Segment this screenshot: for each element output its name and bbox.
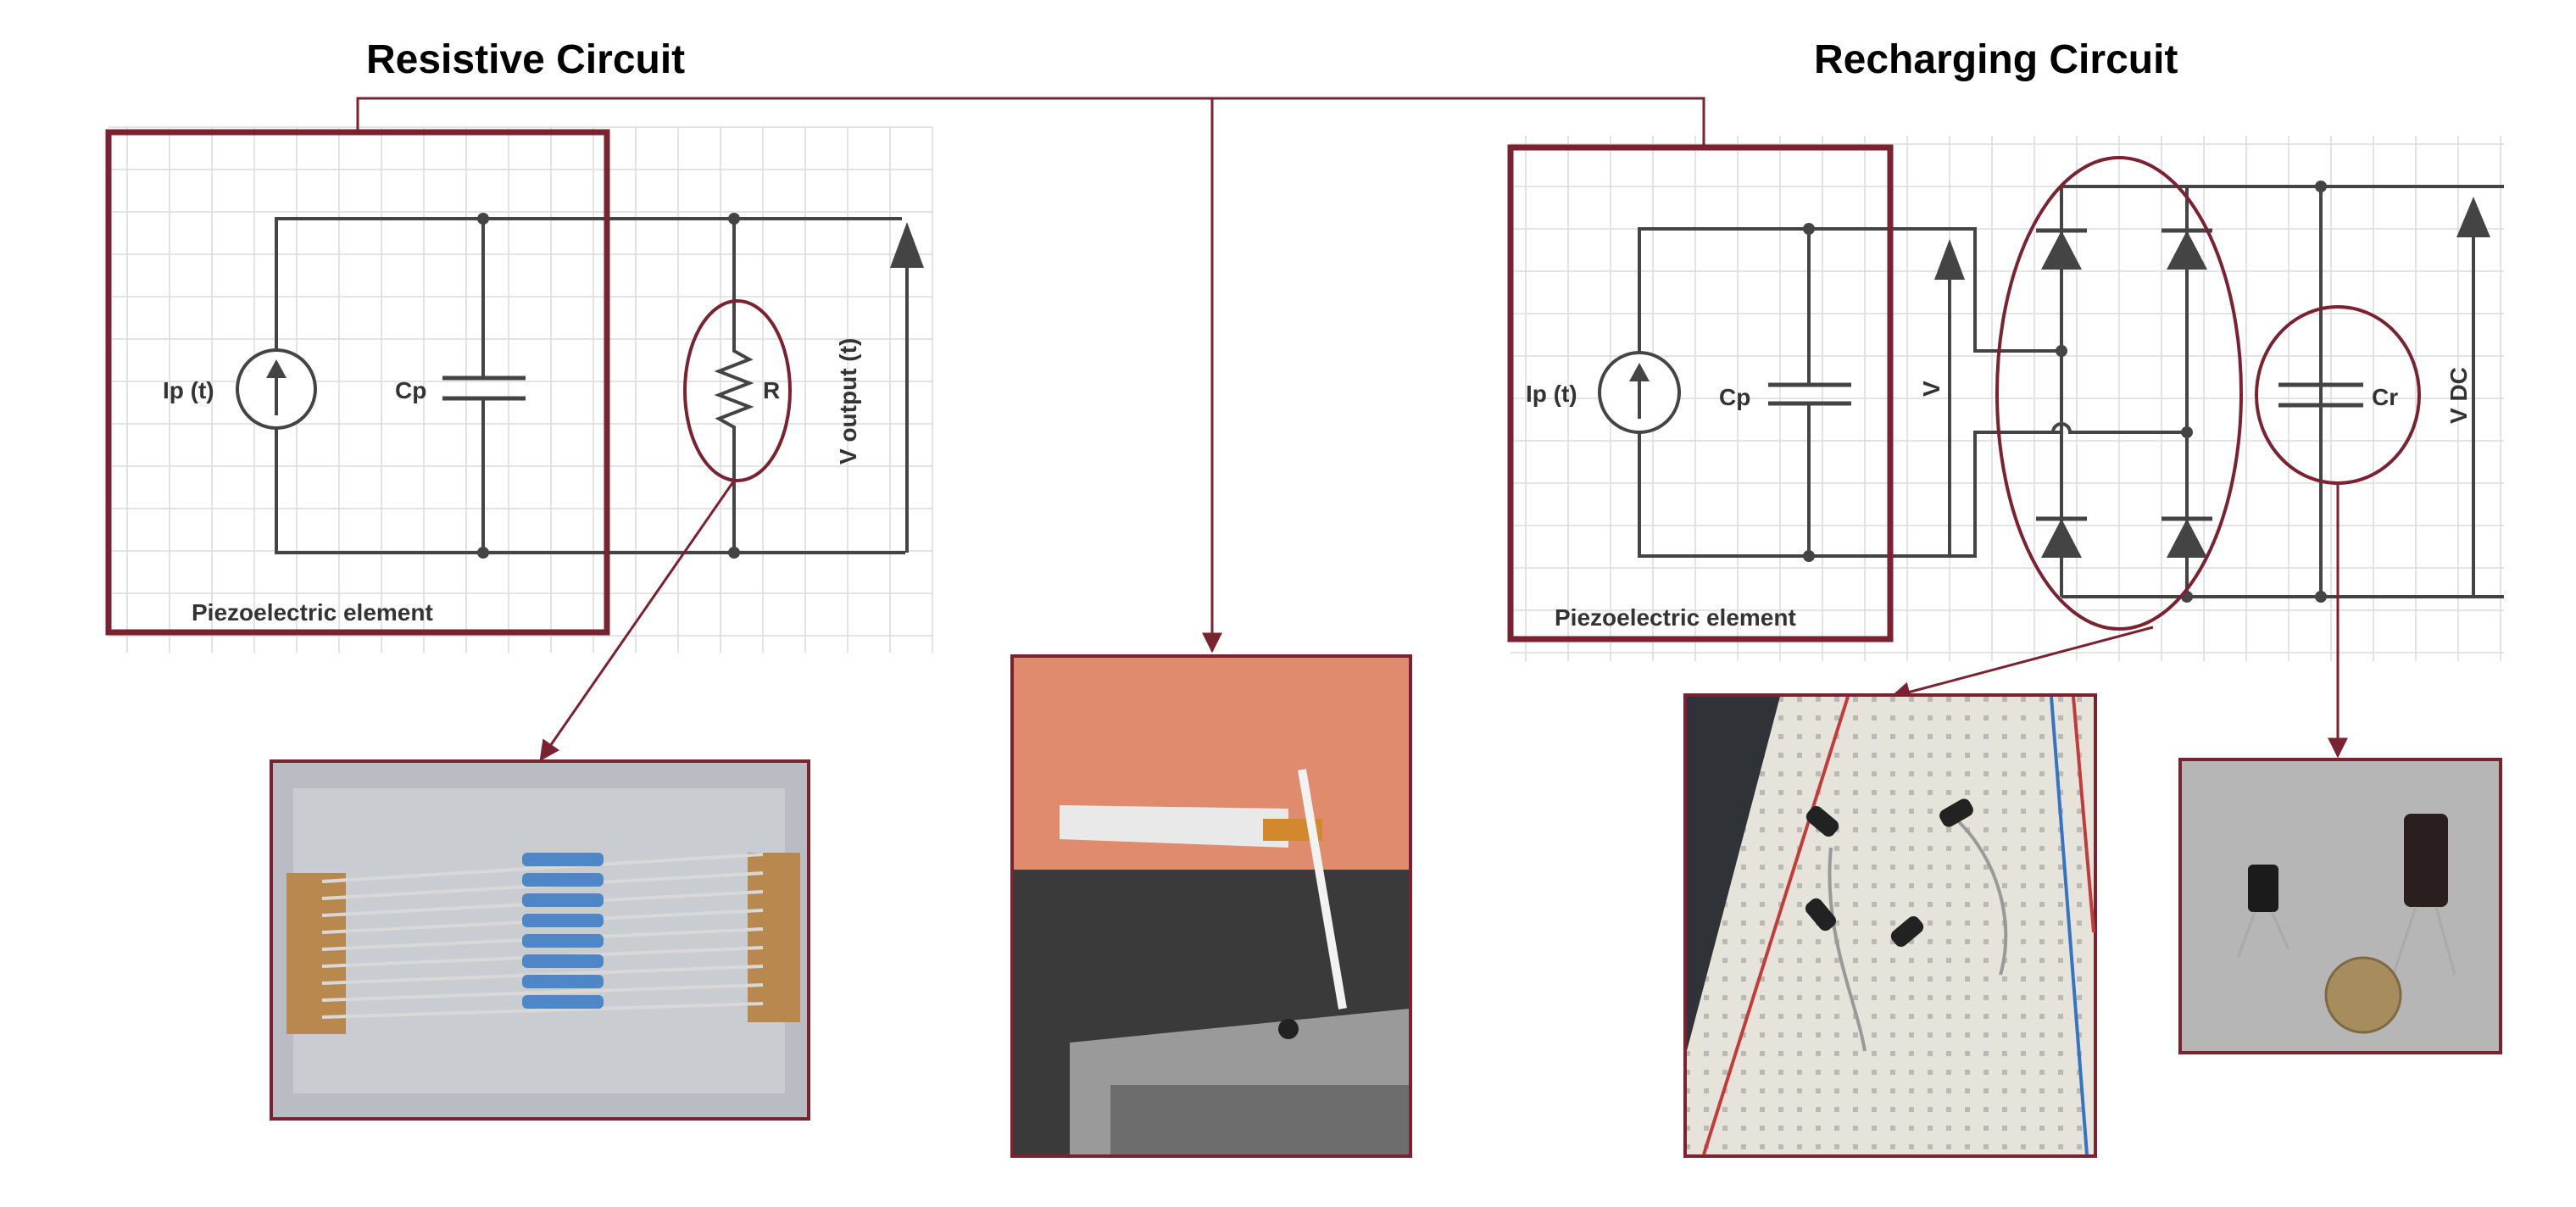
left-grid-background	[108, 126, 933, 653]
diode-icon	[2036, 516, 2087, 558]
left-cap-label: Cp	[395, 377, 426, 403]
dc-voltage-arrow-icon	[2456, 197, 2490, 597]
right-cap-label: Cp	[1719, 384, 1750, 410]
right-v-label: V	[1918, 381, 1945, 397]
resistor-icon	[714, 342, 754, 442]
left-piezo-label: Piezoelectric element	[192, 599, 433, 626]
output-voltage-arrow-icon	[890, 222, 924, 553]
connector-lines	[356, 97, 2348, 761]
diode-bridge-highlight-ellipse	[1995, 156, 2243, 631]
diode-icon	[2036, 228, 2087, 270]
recharge-capacitor-icon	[2278, 186, 2363, 597]
left-capacitor-icon	[442, 375, 526, 401]
left-circuit-wires	[275, 213, 905, 559]
piezo-beam-setup-photo	[1010, 654, 1412, 1158]
right-source-label: Ip (t)	[1526, 381, 1577, 407]
diode-icon	[2162, 516, 2212, 558]
left-source-label: Ip (t)	[163, 377, 214, 403]
resistor-highlight-ellipse	[683, 299, 792, 482]
right-capacitor-icon	[1768, 382, 1851, 406]
title-resistive-circuit: Resistive Circuit	[366, 37, 685, 82]
right-piezo-label: Piezoelectric element	[1555, 604, 1796, 631]
right-piezo-element-box	[1507, 144, 1894, 642]
current-source-icon	[1598, 351, 1681, 434]
capacitors-photo	[2178, 758, 2502, 1054]
right-vdc-label: V DC	[2445, 367, 2472, 424]
current-source-icon	[236, 348, 317, 430]
resistors-photo	[270, 759, 810, 1121]
diode-icon	[2162, 228, 2212, 270]
right-cr-label: Cr	[2372, 384, 2398, 410]
title-recharging-circuit: Recharging Circuit	[1814, 37, 2178, 82]
left-res-label: R	[763, 377, 780, 403]
left-output-label: V output (t)	[835, 338, 861, 464]
diode-breadboard-photo	[1683, 693, 2097, 1158]
